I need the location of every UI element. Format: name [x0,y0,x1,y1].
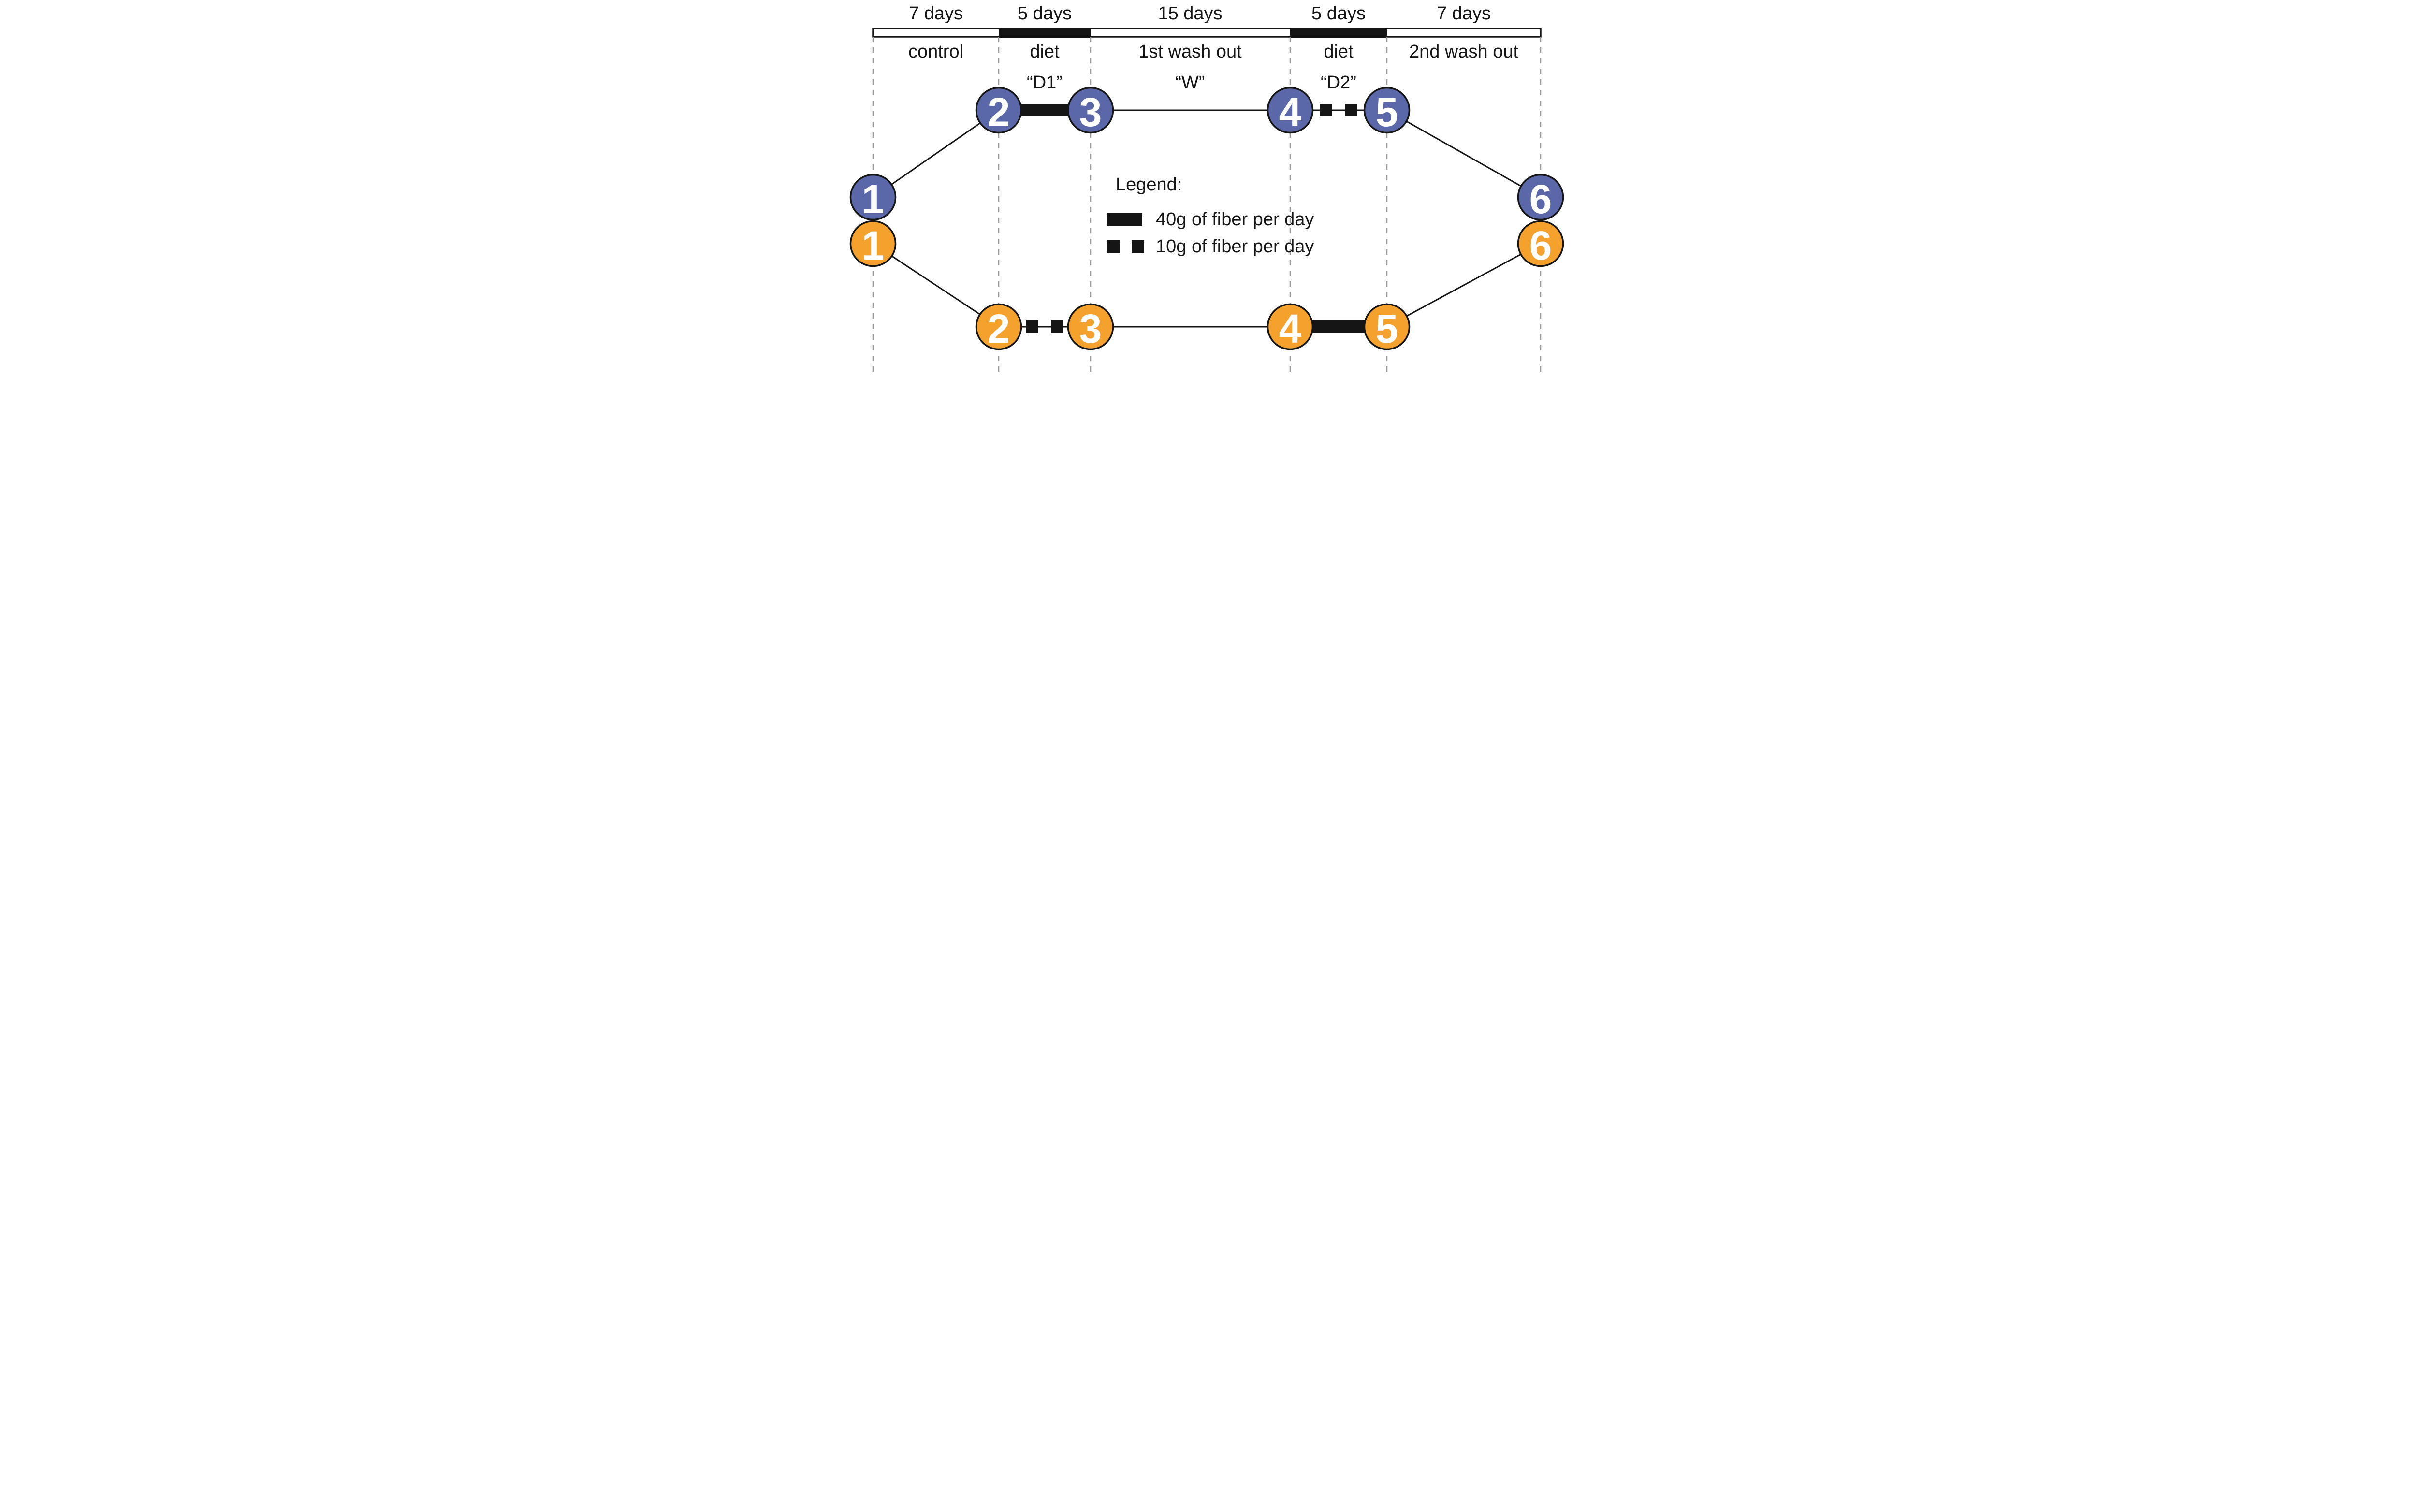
ten-gram-square-orange-a [1026,320,1038,333]
node-blue-2-number: 2 [988,89,1010,135]
node-orange-6-circle [1517,220,1564,267]
node-blue-6: 6 [1517,174,1564,222]
code-label-d2: “D2” [1321,73,1356,93]
ten-gram-square-orange-b [1051,320,1063,333]
duration-label-washout2: 7 days [1437,3,1491,24]
orange-arm-nodes: 1 2 3 4 5 6 [849,220,1564,351]
node-orange-5: 5 [1363,303,1411,351]
legend: Legend: 40g of fiber per day 10g of fibe… [1107,174,1314,257]
duration-labels: 7 days 5 days 15 days 5 days 7 days [909,3,1491,24]
duration-label-washout1: 15 days [1158,3,1222,24]
node-orange-3: 3 [1067,303,1114,351]
node-orange-6-number: 6 [1529,223,1552,268]
blue-line-5-6 [1386,109,1541,198]
duration-label-diet1: 5 days [1018,3,1072,24]
orange-line-5-6 [1386,243,1541,328]
timeline-bar-background [873,29,1541,37]
legend-swatch-10g-square-b [1132,240,1144,253]
timeline-bar-border [872,28,1542,38]
forty-gram-bar-blue-2-3 [1021,104,1068,116]
node-blue-3-circle [1067,87,1114,134]
node-orange-3-circle [1067,303,1114,350]
study-design-figure: 7 days 5 days 15 days 5 days 7 days cont… [848,0,1569,378]
node-blue-1-number: 1 [862,176,885,222]
node-orange-1-number: 1 [862,223,885,268]
node-orange-5-circle [1363,303,1411,350]
phase-labels: control diet 1st wash out diet 2nd wash … [908,42,1518,62]
node-blue-3-number: 3 [1079,89,1102,135]
node-orange-4-circle [1267,303,1314,350]
timeline-bar [872,28,1542,38]
node-blue-3: 3 [1067,87,1114,135]
node-orange-5-number: 5 [1376,306,1398,351]
node-blue-2: 2 [975,87,1022,135]
timeline-diet2-black-segment [1290,28,1387,38]
blue-line-1-2 [873,109,999,198]
phase-label-control: control [908,42,963,62]
node-orange-2-number: 2 [988,306,1010,351]
legend-swatch-10g-square-a [1107,240,1120,253]
node-orange-1: 1 [849,220,897,268]
node-blue-4: 4 [1267,87,1314,135]
duration-label-control: 7 days [909,3,963,24]
legend-label-10g: 10g of fiber per day [1156,236,1314,257]
node-blue-6-circle [1517,174,1564,221]
legend-title: Legend: [1116,174,1182,195]
node-orange-3-number: 3 [1079,306,1102,351]
fiber-dose-markers [1021,104,1365,333]
forty-gram-bar-orange-4-5 [1312,320,1365,333]
node-orange-6: 6 [1517,220,1564,268]
legend-swatch-40g-bar [1107,213,1142,226]
node-blue-6-number: 6 [1529,176,1552,222]
node-blue-4-circle [1267,87,1314,134]
node-orange-2-circle [975,303,1022,350]
event-gridlines [872,37,1542,372]
node-orange-4-number: 4 [1279,306,1302,351]
ten-gram-square-blue-b [1345,104,1357,116]
node-blue-4-number: 4 [1279,89,1302,135]
phase-label-diet1: diet [1030,42,1060,62]
node-blue-5: 5 [1363,87,1411,135]
node-orange-2: 2 [975,303,1022,351]
code-label-d1: “D1” [1027,73,1063,93]
study-design-diagram: 7 days 5 days 15 days 5 days 7 days cont… [849,3,1564,372]
blue-arm-nodes: 1 2 3 4 5 6 [849,87,1564,222]
phase-label-diet2: diet [1324,42,1354,62]
node-orange-4: 4 [1267,303,1314,351]
node-blue-1-circle [849,174,897,221]
code-label-w: “W” [1175,73,1205,93]
duration-label-diet2: 5 days [1311,3,1366,24]
phase-label-washout1: 1st wash out [1138,42,1242,62]
legend-label-40g: 40g of fiber per day [1156,209,1314,230]
period-code-labels: “D1” “W” “D2” [1027,73,1356,93]
ten-gram-square-blue-a [1320,104,1332,116]
node-blue-5-circle [1363,87,1411,134]
phase-label-washout2: 2nd wash out [1409,42,1518,62]
node-orange-1-circle [849,220,897,267]
node-blue-2-circle [975,87,1022,134]
node-blue-1: 1 [849,174,897,222]
timeline-diet1-black-segment [999,28,1091,38]
node-blue-5-number: 5 [1376,89,1398,135]
orange-line-1-2 [873,243,999,328]
